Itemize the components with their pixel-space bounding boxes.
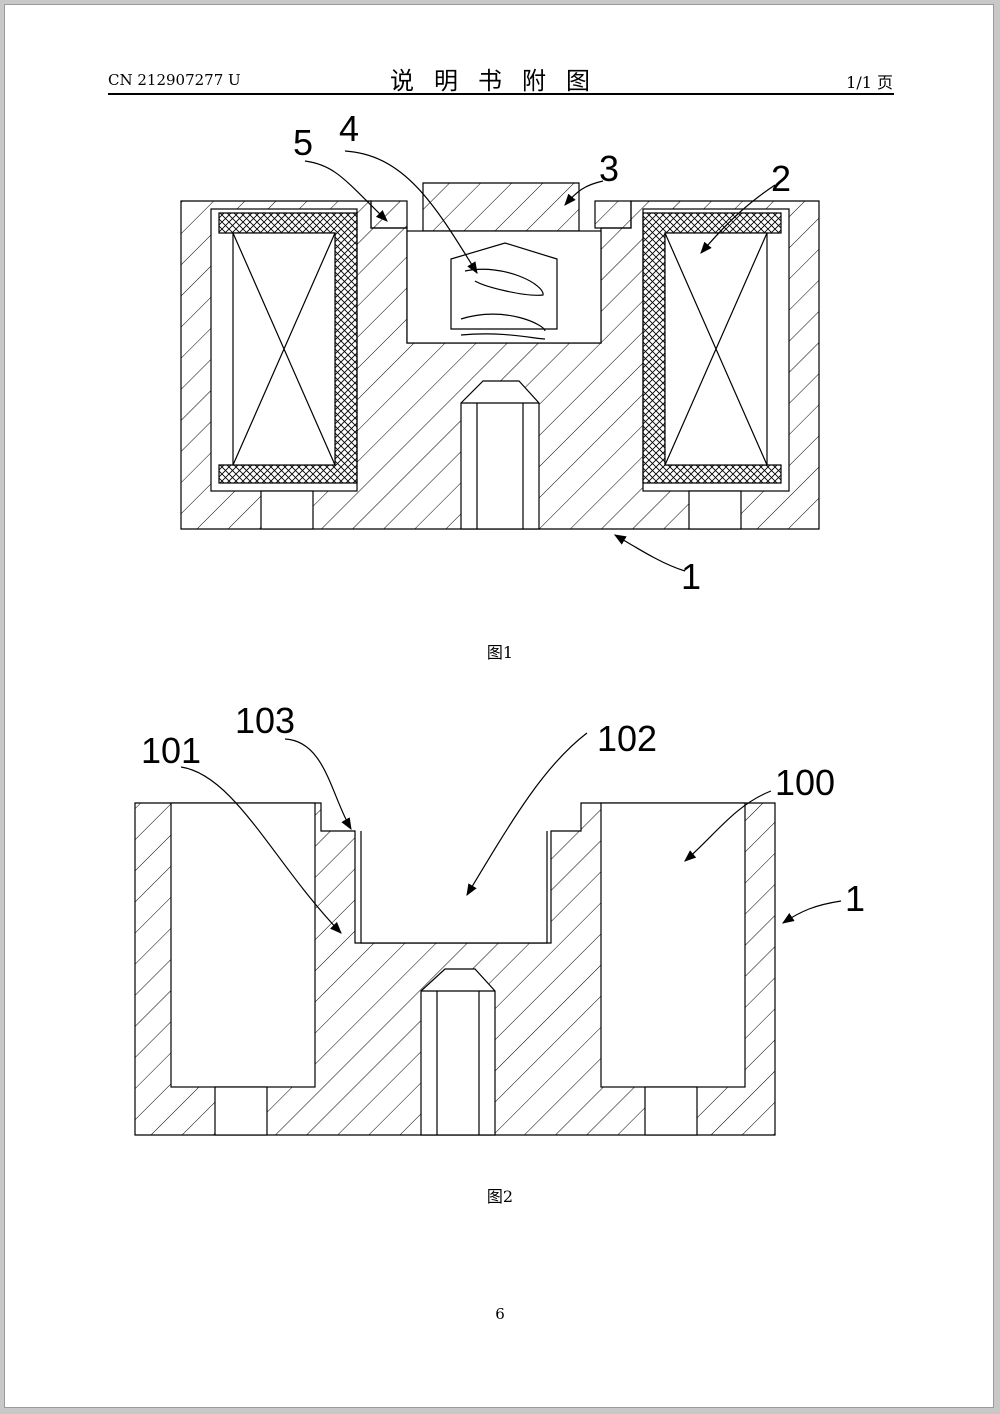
doc-number: CN 212907277 U — [108, 71, 241, 89]
figure-2-caption: 图2 — [486, 1187, 514, 1206]
fig1-label-2: 2 — [771, 158, 791, 199]
figure-1-caption: 图1 — [486, 643, 514, 662]
page-number: 6 — [495, 1305, 505, 1323]
figure-1-drawing — [180, 150, 820, 572]
fig2-label-100: 100 — [775, 762, 835, 803]
patent-page: CN 212907277 U 说明书附图 1/1 页 — [4, 4, 994, 1408]
figure-drawings: 5 4 3 2 1 — [134, 108, 865, 1136]
fig1-label-4: 4 — [339, 108, 359, 149]
header-rule — [108, 93, 894, 95]
fig2-label-1: 1 — [845, 878, 865, 919]
figure-2-drawing — [134, 732, 842, 1136]
fig1-label-3: 3 — [599, 148, 619, 189]
fig2-label-101: 101 — [141, 730, 201, 771]
page-of: 1/1 页 — [846, 73, 893, 92]
section-title: 说明书附图 — [390, 67, 610, 95]
fig2-label-103: 103 — [235, 700, 295, 741]
fig1-label-5: 5 — [293, 122, 313, 163]
fig1-label-1: 1 — [681, 556, 701, 597]
fig2-label-102: 102 — [597, 718, 657, 759]
